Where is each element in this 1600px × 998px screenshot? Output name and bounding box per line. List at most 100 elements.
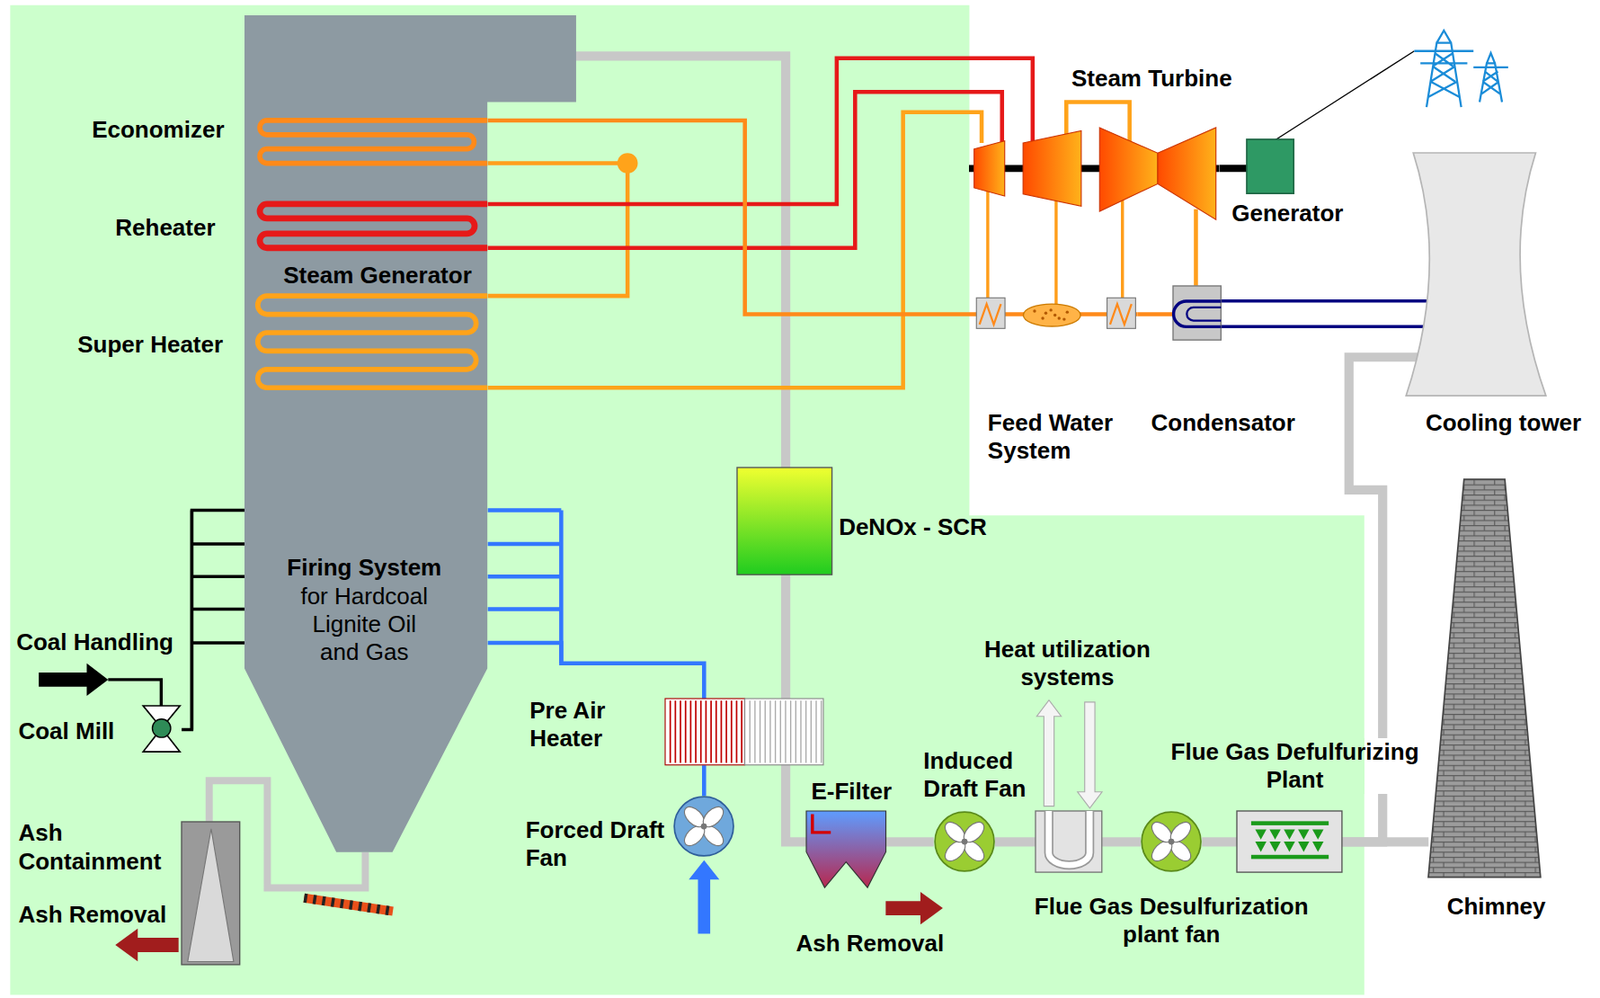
component-shape <box>960 838 968 845</box>
part-label: Reheater <box>115 213 215 242</box>
component-shape <box>259 204 488 249</box>
component-label: Flue Gas Defulfurizing Plant <box>1164 737 1426 794</box>
component-shape <box>1236 810 1343 872</box>
plant-component: DeNOx - SCR <box>737 467 833 575</box>
component-shape <box>701 823 708 830</box>
power-line <box>1413 30 1474 107</box>
component-shape <box>1428 479 1541 878</box>
component-shape <box>976 297 1005 329</box>
component-shape <box>665 698 746 765</box>
component-shape <box>259 120 488 164</box>
component-shape <box>1166 818 1195 846</box>
firing-pipes <box>488 509 562 663</box>
plant-component: Forced Draft Fan <box>673 795 735 857</box>
component-shape <box>974 141 1005 196</box>
component-label: Generator <box>1231 199 1343 228</box>
heat-arrows <box>1036 700 1103 809</box>
component-shape <box>187 828 234 962</box>
plant-component: Heat utilization systems <box>1035 810 1103 872</box>
component-shape <box>665 698 824 765</box>
component-shape <box>737 467 833 575</box>
component-shape <box>181 821 240 965</box>
ash-removal-arrow <box>115 928 178 961</box>
coal-feed <box>38 663 161 707</box>
component-label: Ash Containment <box>17 818 176 875</box>
component-shape <box>1251 854 1329 860</box>
component-label: Coal Mill <box>17 717 115 746</box>
pipe-connector <box>1102 836 1141 846</box>
component-shape <box>974 295 1138 332</box>
component-shape <box>960 818 988 846</box>
component-shape <box>1173 285 1221 340</box>
coal-feed <box>38 663 108 696</box>
component-label: Condensator <box>1151 408 1296 437</box>
component-label: Feed Water System <box>987 408 1123 465</box>
plant-component: Steam Turbine <box>968 142 1219 210</box>
power-line <box>1473 53 1509 102</box>
component-shape <box>1100 127 1159 212</box>
part-label: Economizer <box>91 115 224 144</box>
pipe-connector <box>488 55 786 467</box>
component-label: Forced Draft Fan <box>525 816 675 872</box>
green-region <box>9 5 1364 996</box>
plant-component: Feed Water System <box>974 295 1138 332</box>
component-label: Pre Air Heater <box>529 696 647 753</box>
part-label: Coal Handling <box>16 628 174 657</box>
coal-feed <box>107 679 161 707</box>
air-inlet-arrow <box>688 860 720 934</box>
component-shape <box>1049 308 1053 312</box>
component-shape <box>1236 810 1343 872</box>
component-shape <box>1173 301 1222 327</box>
component-shape <box>151 719 170 738</box>
pipe-connector <box>488 120 976 315</box>
component-shape <box>1066 311 1069 314</box>
component-label: DeNOx - SCR <box>838 513 987 542</box>
component-shape <box>1044 311 1048 315</box>
component-shape <box>1283 841 1295 852</box>
component-shape <box>1428 479 1541 878</box>
component-label: Heat utilization systems <box>979 635 1156 692</box>
component-shape <box>806 810 887 888</box>
component-label: Steam Turbine <box>1071 64 1233 93</box>
component-label: E-Filter <box>810 777 892 806</box>
component-shape <box>737 467 833 575</box>
component-shape <box>1107 297 1137 329</box>
component-shape <box>1110 303 1132 325</box>
plant-component: E-Filter <box>806 810 887 888</box>
plant-component: Pre Air Heater <box>665 698 824 765</box>
heat-arrows <box>1036 700 1061 807</box>
component-shape <box>1312 841 1324 852</box>
component-shape <box>1062 318 1066 321</box>
plant-component: Steam GeneratorFiring Systemfor Hardcoal… <box>244 15 488 853</box>
component-shape <box>933 810 996 872</box>
pipe-connector <box>1201 836 1237 846</box>
plant-component: Flue Gas Desulfurization plant fan <box>1140 810 1202 872</box>
component-shape <box>244 15 488 853</box>
heat-arrows <box>1077 702 1103 809</box>
component-shape <box>1048 810 1090 865</box>
pipe-connector <box>181 509 245 729</box>
plant-component: Cooling tower <box>1426 152 1528 396</box>
component-label: Flue Gas Desulfurization plant fan <box>1027 892 1316 949</box>
component-shape <box>1297 841 1309 852</box>
component-shape <box>1312 829 1324 840</box>
ash-conveyor <box>303 897 393 912</box>
pipe-connector <box>1221 324 1427 328</box>
component-shape <box>1187 307 1222 321</box>
plant-component: Generator <box>1246 139 1294 194</box>
component-shape <box>1057 316 1061 320</box>
firing-pipes <box>191 509 245 729</box>
component-shape <box>673 795 735 857</box>
component-shape <box>1023 130 1083 206</box>
component-shape <box>1251 821 1329 827</box>
component-shape <box>181 821 240 965</box>
plant-component: Induced Draft Fan <box>933 810 996 872</box>
component-label: Firing System <box>265 553 463 582</box>
component-shape <box>141 705 182 752</box>
component-shape <box>670 701 742 764</box>
steam-drum-pipe <box>488 152 639 296</box>
component-shape <box>1426 152 1528 396</box>
component-shape <box>699 803 728 831</box>
pipe-connector <box>1193 209 1199 286</box>
